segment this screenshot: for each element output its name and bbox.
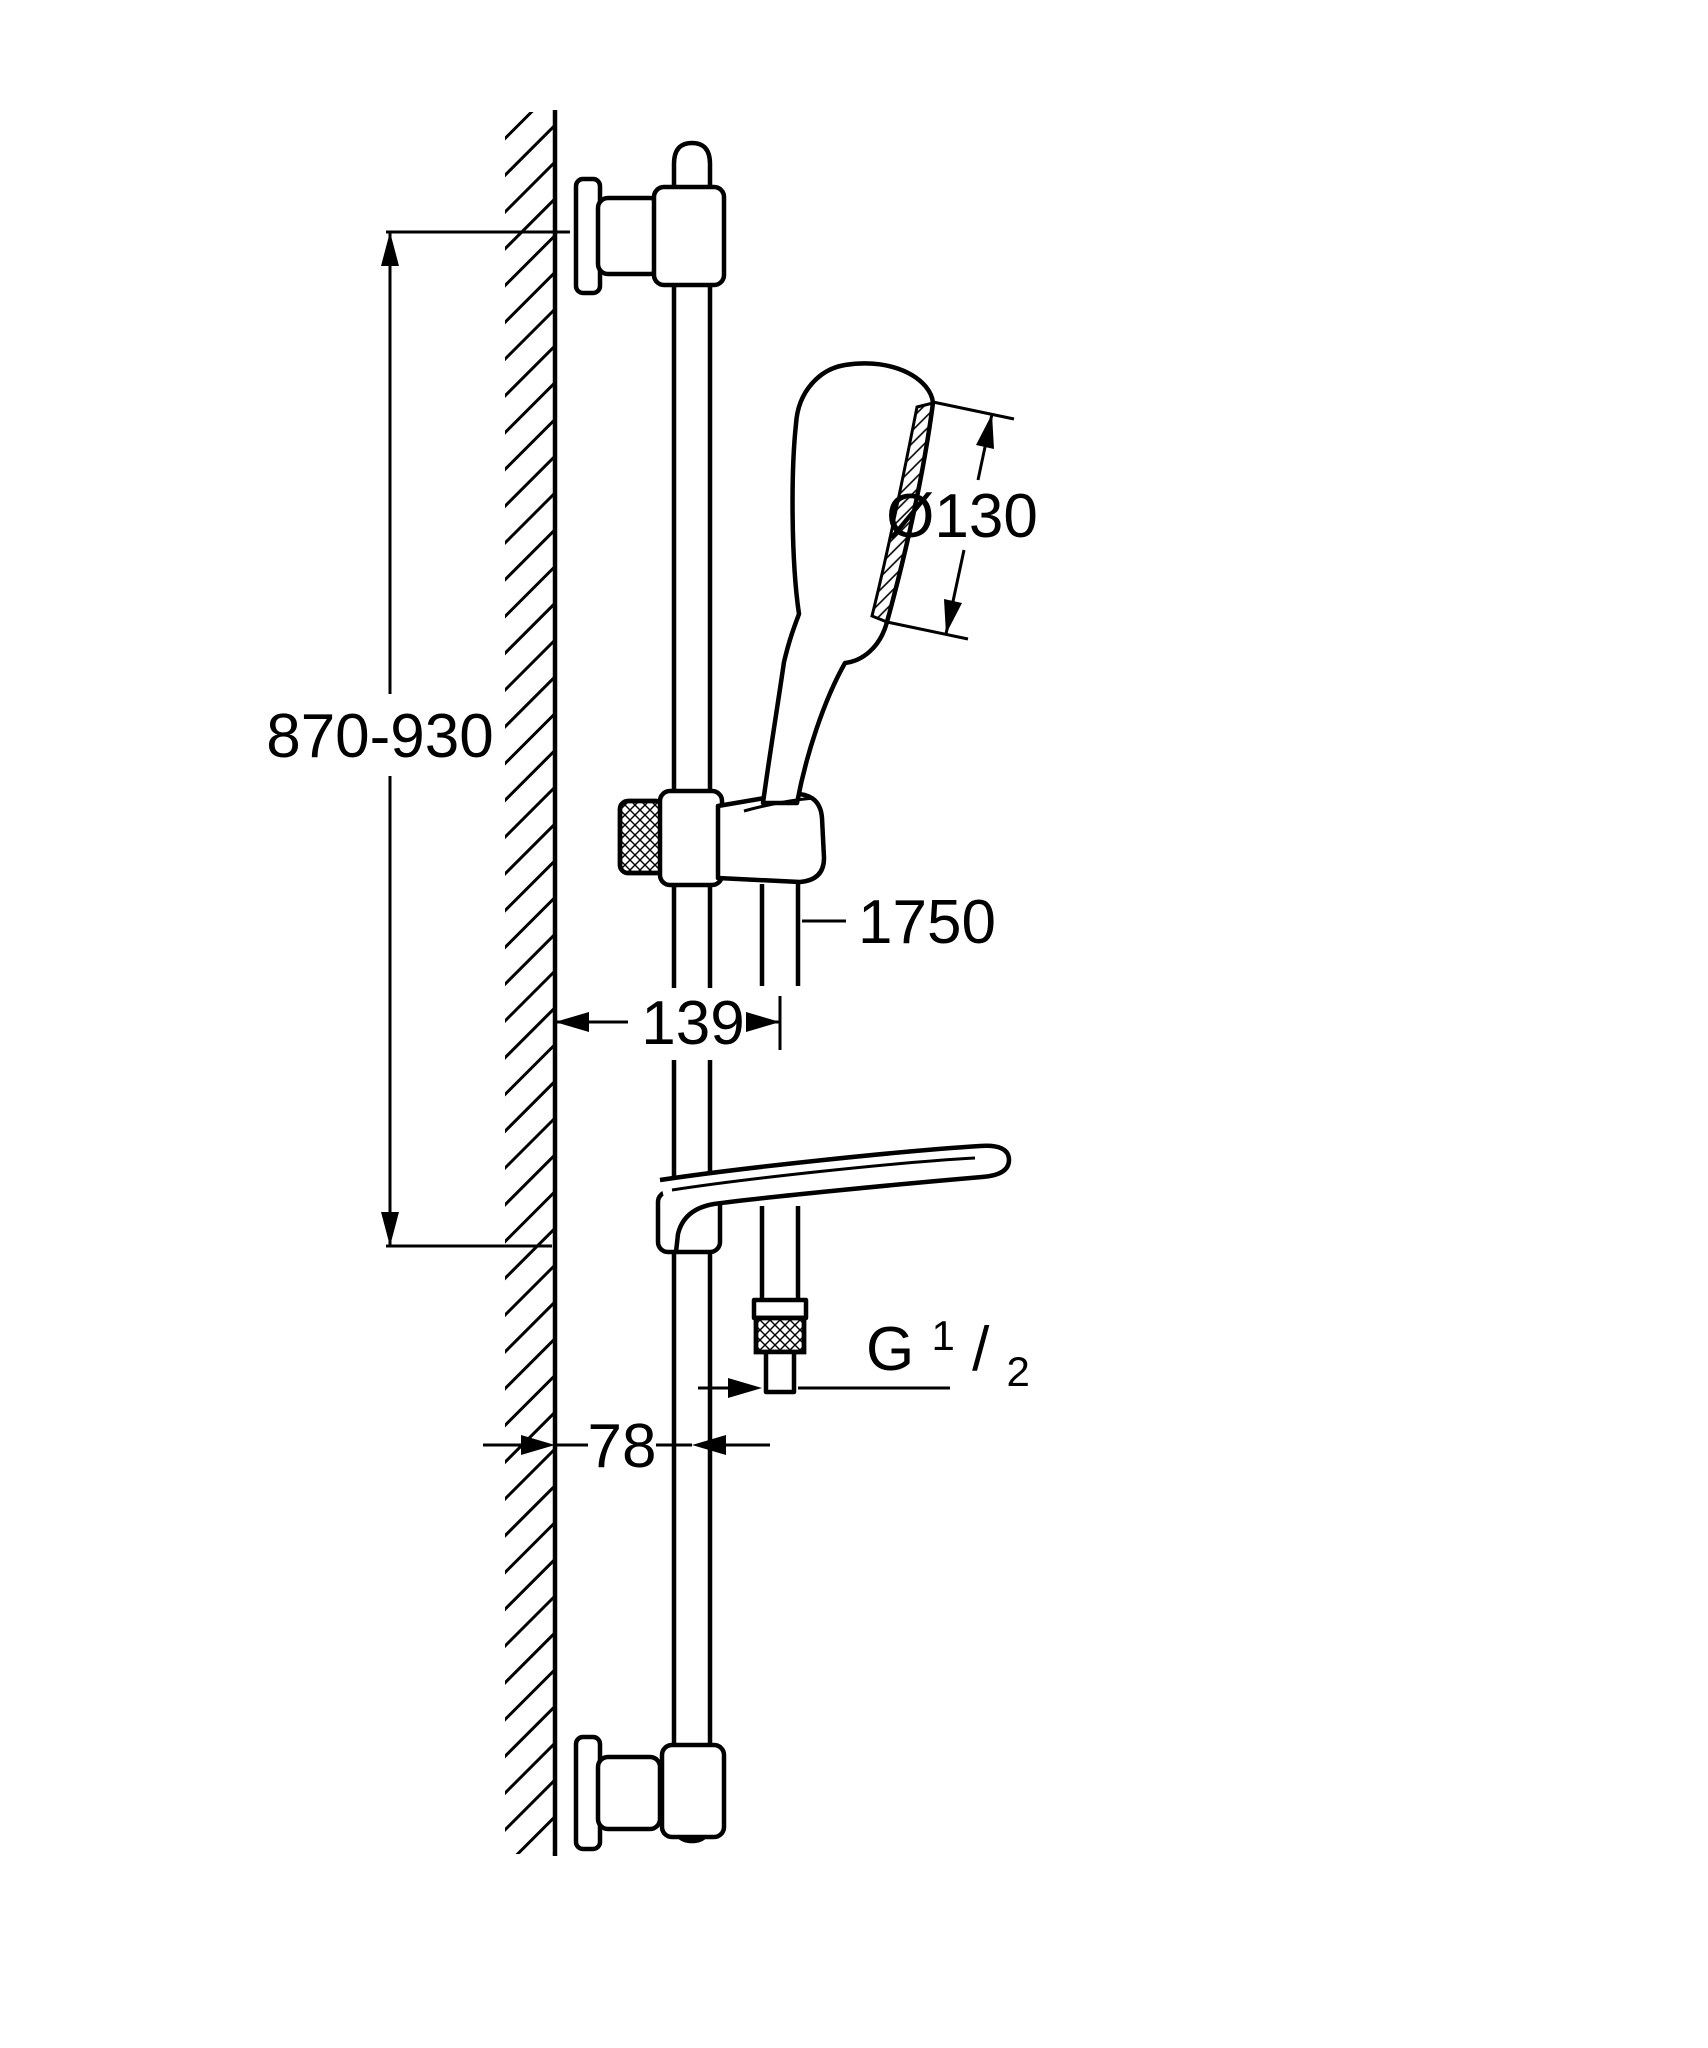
thread-size-label: G 1 / 2 — [866, 1295, 1030, 1395]
arrow-right — [746, 1012, 780, 1032]
spray-face — [870, 401, 935, 625]
thread-prefix: G — [866, 1315, 914, 1384]
hose-nut-band — [751, 1297, 809, 1321]
hand-shower-holder — [617, 788, 827, 888]
thread-denominator: 2 — [1007, 1348, 1030, 1395]
dimension-wall-to-rail: 78 — [483, 1412, 770, 1481]
hand-shower — [743, 361, 936, 813]
bottom-rail-collar — [659, 1742, 727, 1840]
top-bracket-arm — [595, 195, 663, 277]
arrow-up — [976, 414, 994, 449]
leader-arrow — [728, 1378, 762, 1398]
shower-hose — [751, 884, 809, 1395]
dimension-hose-length: 1750 — [802, 888, 996, 957]
head-diameter-label: Ø130 — [886, 482, 1038, 551]
hose-length-label: 1750 — [858, 888, 996, 957]
arrow-left — [521, 1435, 555, 1455]
thread-slash: / — [972, 1315, 990, 1384]
soap-tray — [655, 1143, 1012, 1255]
wall — [505, 110, 558, 1856]
wall-to-rail-label: 78 — [588, 1412, 657, 1481]
hose-thread-connector — [763, 1349, 797, 1395]
ext-line-face-top — [932, 400, 1015, 421]
holder-cup — [715, 791, 827, 885]
wall-to-hose-label: 139 — [641, 989, 744, 1058]
dimension-head-diameter: Ø130 — [886, 400, 1038, 641]
holder-cup-front-edge — [743, 796, 815, 813]
wall-hatching — [505, 112, 555, 1854]
arrow-down — [381, 1212, 399, 1246]
rail-upper-segment — [671, 140, 713, 988]
bottom-wall-bracket — [573, 1734, 727, 1852]
tray-body — [659, 1143, 1012, 1253]
top-rail-collar — [651, 184, 727, 288]
ext-line-face-bottom — [886, 620, 969, 641]
holder-knurled-knob — [617, 798, 667, 876]
hose-knurled-nut — [753, 1315, 807, 1355]
dimension-rail-height: 870-930 — [266, 230, 570, 1248]
dimension-wall-to-hose: 139 — [555, 989, 782, 1058]
holder-rail-clamp — [657, 788, 725, 888]
bottom-bracket-arm — [595, 1754, 663, 1832]
arrow-up — [381, 232, 399, 266]
arrow-left — [555, 1012, 589, 1032]
callout-thread-size: G 1 / 2 — [698, 1295, 1030, 1398]
arrow-right — [692, 1435, 726, 1455]
arrow-down — [944, 599, 962, 634]
top-wall-bracket — [573, 176, 727, 296]
hand-shower-body — [760, 361, 936, 806]
rail-height-label: 870-930 — [266, 702, 494, 771]
thread-numerator: 1 — [931, 1312, 954, 1359]
tray-inner-lip — [671, 1156, 976, 1192]
